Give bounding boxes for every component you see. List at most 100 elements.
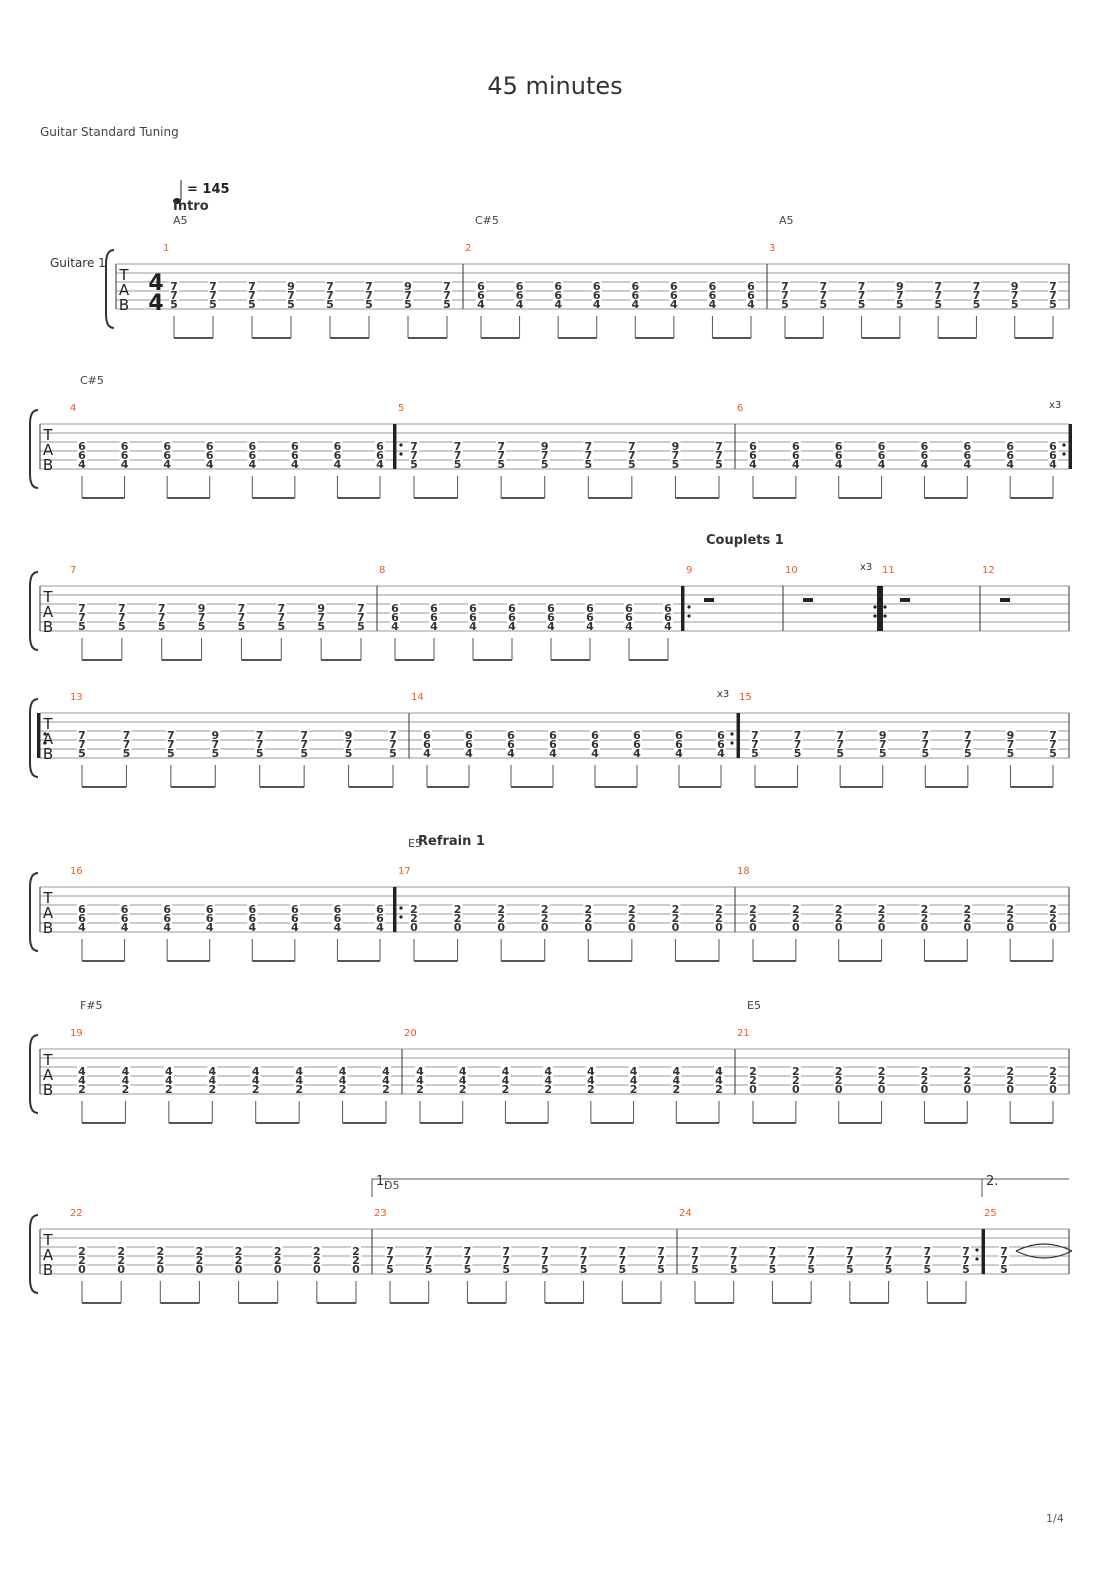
- fret-bg: [388, 730, 398, 739]
- fret-bg: [546, 612, 556, 621]
- fret-number: 4: [715, 1065, 723, 1078]
- fret-number: 4: [416, 1065, 424, 1078]
- fret-number: 2: [878, 903, 886, 916]
- fret-bg: [210, 748, 221, 757]
- fret-bg: [462, 1255, 473, 1264]
- fret-bg: [204, 922, 215, 931]
- fret-number: 2: [156, 1245, 164, 1258]
- chord-name: C#5: [475, 214, 499, 227]
- fret-number: 4: [78, 1065, 86, 1078]
- fret-number: 7: [497, 449, 505, 462]
- fret-bg: [876, 904, 887, 913]
- fret-number: 7: [751, 729, 759, 742]
- fret-number: 7: [389, 738, 397, 751]
- fret-bg: [668, 299, 679, 308]
- fret-number: 4: [591, 747, 599, 760]
- fret-number: 7: [1049, 738, 1057, 751]
- bar-number: 3: [769, 243, 775, 254]
- fret-bg: [714, 441, 724, 450]
- fret-bg: [506, 730, 516, 739]
- fret-bg: [247, 922, 258, 931]
- fret-bg: [671, 1066, 682, 1075]
- fret-number: 4: [334, 921, 342, 934]
- fret-number: 0: [497, 921, 505, 934]
- fret-number: 6: [291, 449, 299, 462]
- fret-bg: [746, 281, 756, 290]
- fret-number: 7: [657, 1254, 665, 1267]
- fret-number: 4: [423, 747, 431, 760]
- fret-number: 7: [410, 440, 418, 453]
- fret-bg: [790, 450, 801, 459]
- bar-number: 12: [982, 565, 995, 576]
- fret-bg: [780, 290, 790, 299]
- fret-bg: [748, 459, 758, 468]
- bar-number: 1: [163, 243, 169, 254]
- fret-number: 6: [1049, 449, 1057, 462]
- fret-number: 2: [252, 1083, 260, 1096]
- fret-number: 7: [78, 611, 86, 624]
- fret-number: 2: [382, 1083, 390, 1096]
- fret-bg: [501, 1246, 512, 1255]
- fret-number: 7: [962, 1254, 970, 1267]
- fret-number: 2: [235, 1254, 243, 1267]
- fret-number: 7: [389, 729, 397, 742]
- fret-bg: [833, 441, 844, 450]
- fret-number: 7: [1049, 289, 1057, 302]
- fret-bg: [120, 1066, 131, 1075]
- fret-bg: [750, 730, 760, 739]
- fret-bg: [162, 450, 173, 459]
- fret-number: 6: [549, 729, 557, 742]
- fret-number: 4: [1049, 458, 1057, 471]
- fret-number: 5: [923, 1263, 931, 1276]
- fret-number: 4: [477, 298, 485, 311]
- fret-bg: [194, 1246, 205, 1255]
- fret-number: 2: [835, 912, 843, 925]
- fret-number: 6: [633, 738, 641, 751]
- fret-number: 7: [326, 280, 334, 293]
- fret-number: 0: [196, 1263, 204, 1276]
- fret-number: 2: [749, 903, 757, 916]
- fret-number: 4: [459, 1074, 467, 1087]
- fret-bg: [920, 748, 931, 757]
- fret-bg: [390, 612, 400, 621]
- fret-bg: [962, 450, 973, 459]
- fret-number: 0: [835, 921, 843, 934]
- fret-bg: [452, 922, 463, 931]
- fret-bg: [962, 922, 973, 931]
- fret-bg: [77, 739, 87, 748]
- fret-bg: [77, 603, 87, 612]
- fret-number: 5: [78, 620, 86, 633]
- fret-bg: [162, 459, 173, 468]
- fret-bg: [548, 748, 558, 757]
- fret-bg: [116, 1255, 127, 1264]
- fret-bg: [156, 621, 167, 630]
- fret-bg: [204, 441, 215, 450]
- fret-bg: [833, 904, 844, 913]
- fret-bg: [247, 290, 257, 299]
- fret-number: 5: [443, 298, 451, 311]
- thick-barline: [737, 713, 740, 758]
- fret-bg: [624, 612, 634, 621]
- fret-bg: [876, 1084, 887, 1093]
- fret-bg: [247, 450, 258, 459]
- fret-bg: [385, 1255, 395, 1264]
- fret-bg: [962, 441, 973, 450]
- chord-name: F#5: [80, 999, 103, 1012]
- fret-bg: [1005, 730, 1016, 739]
- fret-bg: [286, 299, 296, 308]
- fret-number: 5: [167, 747, 175, 760]
- fret-number: 6: [334, 449, 342, 462]
- bar-number: 6: [737, 403, 743, 414]
- system-brace: [29, 409, 39, 489]
- fret-number: 0: [410, 921, 418, 934]
- fret-bg: [325, 290, 335, 299]
- fret-number: 7: [923, 1254, 931, 1267]
- fret-number: 5: [1000, 1263, 1008, 1276]
- fret-bg: [728, 1264, 739, 1273]
- fret-number: 4: [339, 1065, 347, 1078]
- fret-number: 6: [163, 912, 171, 925]
- fret-bg: [496, 913, 507, 922]
- fret-bg: [116, 1264, 127, 1273]
- fret-bg: [236, 603, 247, 612]
- fret-number: 6: [121, 440, 129, 453]
